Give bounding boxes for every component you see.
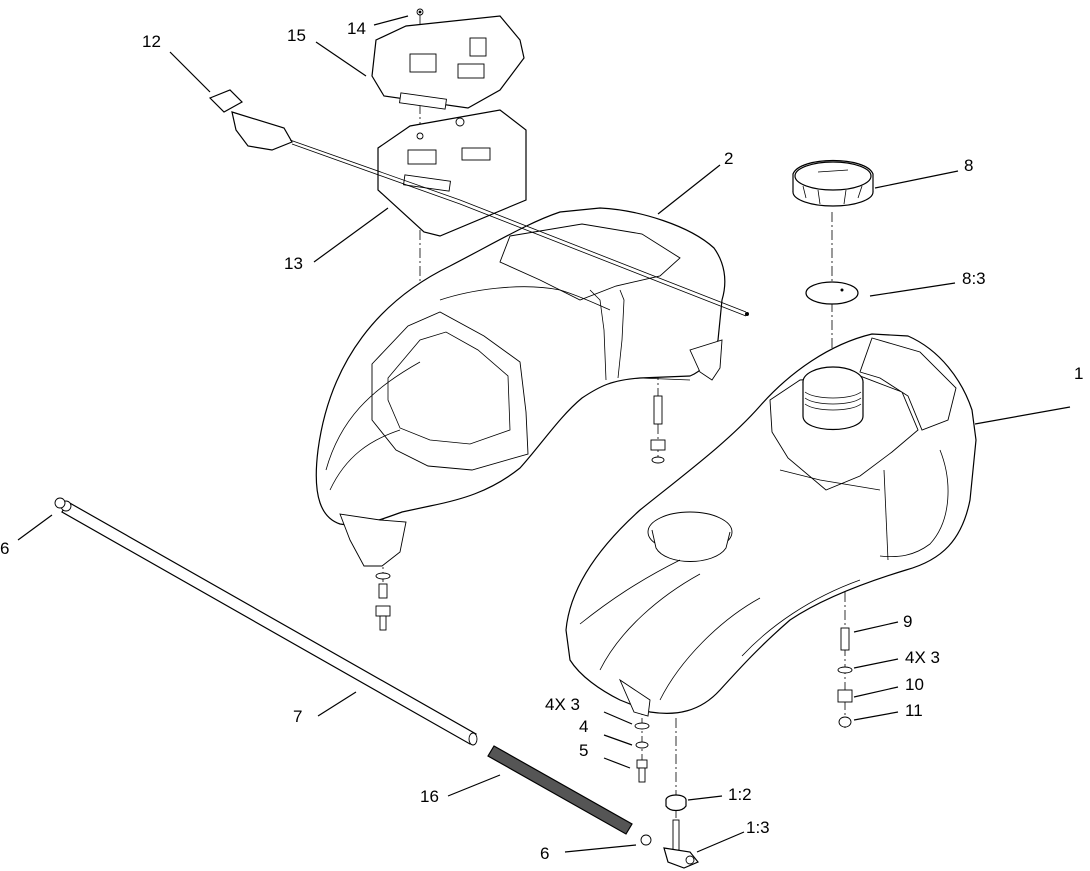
bushing-and-fitting: [663, 794, 699, 869]
callout-1: 1: [1074, 364, 1084, 383]
callout-5: 5: [579, 741, 589, 760]
callout-6-bottom: 6: [540, 844, 550, 863]
gauge-brackets: [371, 8, 527, 237]
callout-11: 11: [905, 701, 923, 720]
callout-15: 15: [287, 26, 306, 45]
callout-1-3: 1:3: [746, 818, 770, 837]
fuel-cap: [792, 160, 874, 207]
cap-gasket: [805, 281, 859, 305]
callout-9: 9: [903, 612, 913, 631]
hose-clamps: [54, 497, 652, 846]
shroud: [315, 207, 726, 567]
callout-8-3: 8:3: [962, 269, 986, 288]
fuel-tank: [565, 333, 977, 717]
fuel-line: [60, 500, 478, 746]
shroud-hardware: [375, 395, 666, 631]
callout-10: 10: [905, 675, 924, 694]
leader-lines: [17, 15, 1071, 853]
callout-4x3-right: 4X 3: [905, 648, 940, 667]
callout-12: 12: [142, 32, 161, 51]
callout-14: 14: [347, 19, 366, 38]
callout-4x3-left: 4X 3: [545, 695, 580, 714]
callout-4: 4: [579, 717, 589, 736]
callout-2: 2: [724, 149, 734, 168]
callout-7: 7: [293, 707, 303, 726]
fuel-gauge-sender: [208, 89, 749, 317]
callout-8: 8: [964, 156, 974, 175]
callout-6-left: 6: [0, 539, 10, 558]
tank-hardware-right: [837, 627, 853, 728]
fuel-line-sleeve: [487, 745, 633, 835]
tank-hardware-left: [634, 722, 650, 783]
callout-1-2: 1:2: [728, 785, 752, 804]
callout-13: 13: [284, 254, 303, 273]
callout-16: 16: [420, 787, 439, 806]
